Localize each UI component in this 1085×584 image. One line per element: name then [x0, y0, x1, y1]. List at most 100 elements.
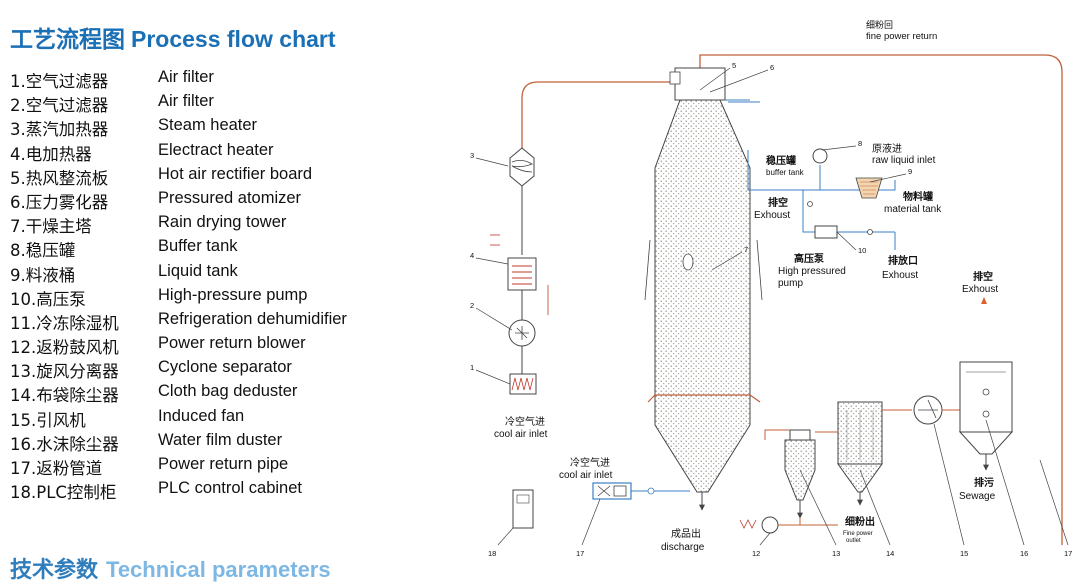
- legend-item-en: Electract heater: [158, 140, 274, 159]
- feed-line: [728, 101, 896, 250]
- legend-item-cn: 11.冷冻除湿机: [10, 313, 119, 333]
- hp-pump-en-2: pump: [778, 278, 803, 289]
- sewage-cn: 排污: [974, 476, 994, 489]
- exhaust-2-en: Exhoust: [962, 284, 998, 295]
- num-12: 12: [752, 549, 760, 558]
- air-blower: [508, 319, 536, 347]
- legend-item-en: Refrigeration dehumidifier: [158, 309, 347, 328]
- num-4: 4: [470, 251, 474, 260]
- legend-item-cn: 13.旋风分离器: [10, 362, 119, 382]
- outlet-cn: 排放口: [888, 254, 918, 267]
- outlet-en: Exhoust: [882, 270, 918, 281]
- num-10: 10: [858, 246, 866, 255]
- cool-air-inlet-2-cn: 冷空气进: [570, 456, 610, 469]
- legend-item-en: Pressured atomizer: [158, 188, 302, 207]
- air-filter-1: [509, 373, 537, 395]
- legend-item-en: Liquid tank: [158, 261, 238, 280]
- legend-item-cn: 18.PLC控制柜: [10, 483, 117, 503]
- material-tank-cn: 物料罐: [903, 190, 933, 203]
- title-cn: 工艺流程图: [10, 26, 125, 52]
- num-2: 2: [470, 301, 474, 310]
- legend-item-en: Induced fan: [158, 406, 245, 425]
- material-tank: [855, 177, 883, 199]
- exhaust-arrow-icon: [981, 297, 987, 304]
- legend-item-cn: 12.返粉鼓风机: [10, 338, 119, 358]
- legend-item-cn: 7.干燥主塔: [10, 217, 92, 237]
- buffer-tank-cn: 稳压罐: [766, 154, 796, 167]
- fine-outlet-en-1: Fine power: [843, 531, 873, 537]
- legend-item-cn: 15.引风机: [10, 410, 86, 430]
- num-18: 18: [488, 549, 496, 558]
- discharge-cn: 成品出: [671, 527, 701, 540]
- num-13: 13: [832, 549, 840, 558]
- num-6: 6: [770, 63, 774, 72]
- num-3: 3: [470, 151, 474, 160]
- legend-item-cn: 3.蒸汽加热器: [10, 120, 109, 140]
- induced-fan: [913, 395, 960, 425]
- legend-item-cn: 5.热风整流板: [10, 168, 109, 188]
- legend-item-cn: 8.稳压罐: [10, 241, 76, 261]
- legend-item-en: Buffer tank: [158, 237, 238, 256]
- num-1: 1: [470, 363, 474, 372]
- fine-powder-return-en: fine power return: [866, 31, 937, 42]
- cool-air-inlet-2-en: cool air inlet: [559, 470, 613, 481]
- process-flow-diagram: 细粉回 fine power return 冷空气进 cool air inle…: [470, 19, 1072, 558]
- num-17: 17: [576, 549, 584, 558]
- cyclone-separator: [764, 429, 816, 519]
- num-15: 15: [960, 549, 968, 558]
- fine-outlet-cn: 细粉出: [845, 515, 875, 528]
- legend-item-cn: 1.空气过滤器: [10, 72, 109, 91]
- legend-item-cn: 2.空气过滤器: [10, 96, 109, 116]
- legend-item-cn: 9.料液桶: [10, 265, 76, 285]
- num-9: 9: [908, 167, 912, 176]
- hp-pump-cn: 高压泵: [794, 252, 825, 265]
- legend-item-en: Water film duster: [158, 430, 283, 449]
- sewage-en: Sewage: [959, 491, 996, 502]
- num-14: 14: [886, 549, 894, 558]
- legend-item-en: Power return blower: [158, 334, 306, 353]
- title-en: Process flow chart: [131, 26, 336, 52]
- cool-air-inlet-1-cn: 冷空气进: [505, 415, 545, 428]
- raw-liquid-cn: 原液进: [872, 142, 902, 155]
- exhaust-1-cn: 排空: [768, 196, 788, 209]
- legend-item-en: Air filter: [158, 68, 214, 86]
- cool-air-inlet-1-en: cool air inlet: [494, 429, 548, 440]
- legend-item-en: Rain drying tower: [158, 213, 287, 232]
- exhaust-1-en: Exhoust: [754, 210, 790, 221]
- num-8: 8: [858, 139, 862, 148]
- num-5: 5: [732, 61, 736, 70]
- legend-item-en: High-pressure pump: [158, 285, 308, 304]
- steam-heater: [509, 147, 535, 187]
- leader-lines: [475, 67, 1069, 546]
- num-7: 7: [744, 245, 748, 254]
- fine-powder-return-pipe: [699, 54, 1063, 545]
- legend-item-en: Air filter: [158, 92, 214, 111]
- legend-item-en: PLC control cabinet: [158, 479, 302, 498]
- dehumidifier: [592, 482, 690, 500]
- exhaust-2-cn: 排空: [973, 270, 993, 283]
- legend-item-en: Cloth bag deduster: [158, 382, 298, 401]
- fine-powder-return-cn: 细粉回: [866, 19, 893, 31]
- legend-item-cn: 14.布袋除尘器: [10, 386, 119, 406]
- drying-tower: [644, 67, 763, 511]
- discharge-en: discharge: [661, 542, 705, 553]
- legend-item-en: Hot air rectifier board: [158, 164, 313, 183]
- hot-air-pipe: [521, 81, 672, 374]
- return-blower: [739, 516, 838, 534]
- legend-item-en: Power return pipe: [158, 455, 289, 473]
- legend-item-cn: 10.高压泵: [10, 289, 86, 309]
- legend-item-cn: 16.水沫除尘器: [10, 434, 119, 454]
- num-17-pipe: 17: [1064, 549, 1072, 558]
- material-tank-en: material tank: [884, 204, 942, 215]
- hp-pump-en-1: High pressured: [778, 266, 846, 277]
- num-16: 16: [1020, 549, 1028, 558]
- bag-deduster: [815, 401, 912, 506]
- item-numbers: 5 6 7 8 9 10 3 4 2 1 18 17 12 13 14 15 1…: [470, 61, 1072, 558]
- plc-cabinet: [512, 489, 534, 529]
- legend-item-cn: 4.电加热器: [10, 144, 92, 164]
- electric-heater: [490, 234, 549, 315]
- legend-item-en: Cyclone separator: [158, 358, 292, 377]
- legend-item-cn: 17.返粉管道: [10, 459, 103, 478]
- legend-item-en: Steam heater: [158, 116, 258, 135]
